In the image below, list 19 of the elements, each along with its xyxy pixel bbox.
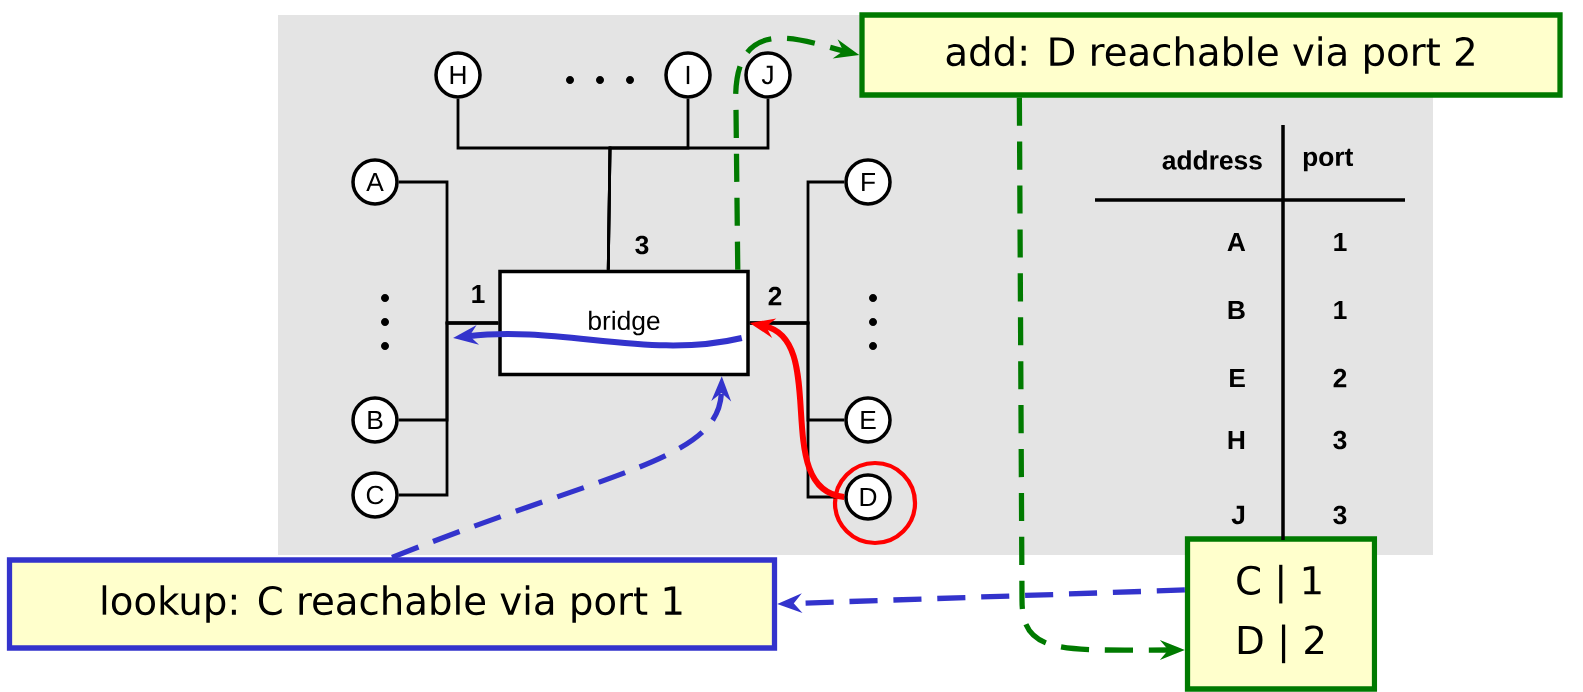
table-box: C | 1 D | 2 <box>1184 536 1378 692</box>
port-label: 1 <box>472 284 485 304</box>
table-cell: 1 <box>1334 232 1347 252</box>
table-cell: E <box>1230 368 1245 388</box>
port-label: 3 <box>635 235 649 255</box>
table-cell: 2 <box>1333 368 1347 388</box>
network-line <box>606 98 770 270</box>
network-line <box>398 321 499 497</box>
table-cell: A <box>1227 232 1246 252</box>
bridge-box: bridge <box>498 269 750 377</box>
table-cell: B <box>1228 300 1245 320</box>
table-cell: 3 <box>1333 430 1347 450</box>
callout-box: lookup: C reachable via port 1 <box>6 557 778 651</box>
port-label: 2 <box>768 286 782 306</box>
callout-box: add: D reachable via port 2 <box>859 12 1563 98</box>
table-header: port <box>1303 148 1354 172</box>
table-cell: 1 <box>1334 300 1347 320</box>
table-cell: H <box>1228 430 1245 450</box>
table-header: address <box>1162 150 1262 170</box>
